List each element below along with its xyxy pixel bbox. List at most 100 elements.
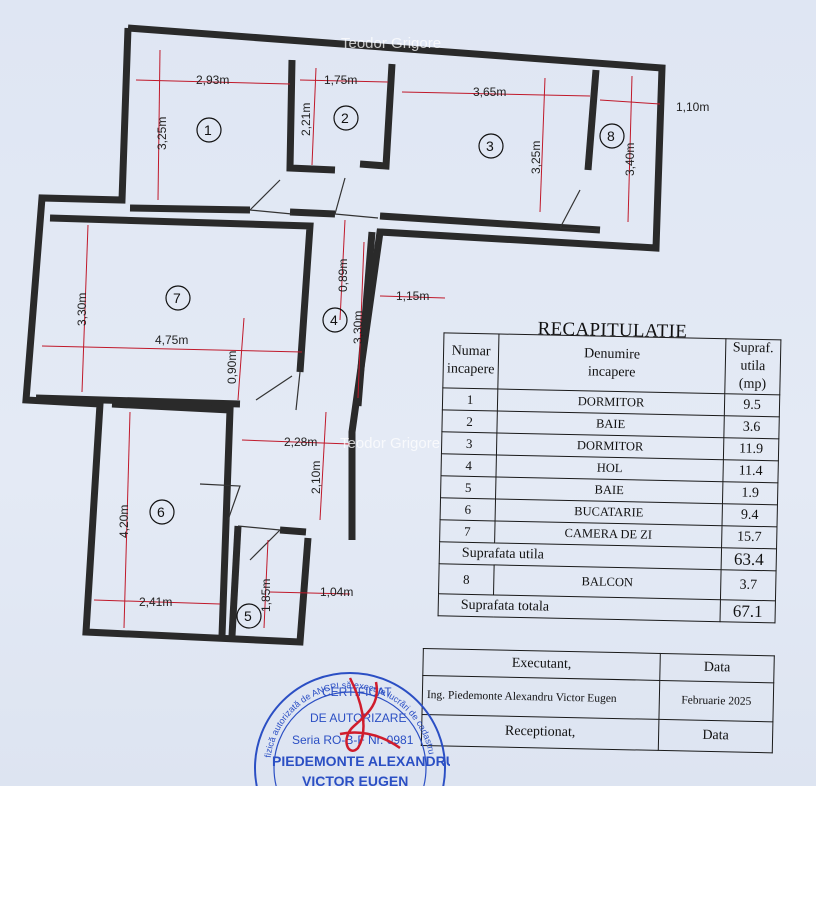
- dimension-line: [339, 219, 346, 321]
- door-swing: [559, 189, 601, 231]
- dimension-label: 0,90m: [225, 351, 239, 384]
- row-number: 1: [442, 387, 498, 411]
- room-number-8: 8: [607, 128, 615, 144]
- dimension-label: 1,15m: [396, 289, 429, 303]
- interior-wall: [289, 208, 336, 218]
- dimension-label: 2,41m: [139, 595, 172, 609]
- room-number-3: 3: [486, 138, 494, 154]
- row-area: 3.7: [720, 569, 777, 601]
- row-area: 11.4: [722, 459, 779, 483]
- blank-footer: [0, 786, 816, 900]
- floor-plan: 2,93m 1,75m 3,65m 1,10m 3,25m 2,21m 3,25…: [22, 24, 709, 646]
- dimension-label: 4,20m: [117, 505, 131, 538]
- room-number-6: 6: [157, 504, 165, 520]
- stamp-line-5: VICTOR EUGEN: [302, 773, 408, 786]
- header-numar: Numar: [451, 343, 491, 360]
- data-label-2: Data: [658, 719, 773, 753]
- dimension-label: 2,21m: [299, 103, 313, 136]
- interior-wall: [49, 214, 314, 373]
- door-swing: [237, 525, 282, 561]
- room-number-2: 2: [341, 110, 349, 126]
- row-area: 11.9: [723, 437, 779, 461]
- total-label: Suprafata totala: [438, 593, 721, 622]
- dimension-line: [241, 439, 351, 445]
- door-swing: [199, 483, 241, 521]
- outer-wall: [127, 24, 666, 540]
- row-name: BALCON: [493, 564, 722, 600]
- door-swing: [334, 177, 379, 219]
- dimension-line: [123, 411, 131, 629]
- dimension-label: 0,89m: [336, 259, 350, 292]
- watermark-middle: Teodor Grigore: [340, 435, 440, 452]
- dimension-label: 1,75m: [324, 73, 357, 87]
- dimension-label: 1,04m: [320, 585, 353, 599]
- dimension-line: [401, 91, 591, 97]
- dimension-line: [599, 99, 661, 105]
- dimension-label: 2,93m: [196, 73, 229, 87]
- dimension-line: [81, 224, 89, 393]
- dimension-line: [357, 241, 365, 399]
- header-utila: utila: [740, 358, 766, 375]
- interior-wall: [35, 394, 241, 408]
- interior-wall: [111, 400, 234, 637]
- dimension-line: [269, 591, 351, 595]
- dimension-line: [41, 345, 303, 353]
- header-incapere: incapere: [446, 361, 495, 378]
- interior-wall: [279, 526, 307, 536]
- room-number-5: 5: [244, 608, 252, 624]
- interior-wall: [228, 525, 242, 637]
- dimension-line: [157, 49, 161, 201]
- dimension-label: 2,28m: [284, 435, 317, 449]
- dimension-line: [539, 77, 546, 213]
- executant-date: Februarie 2025: [658, 680, 774, 722]
- dimension-line: [135, 79, 291, 85]
- header-supraf: Supraf.: [732, 340, 774, 357]
- stamp-line-4: PIEDEMONTE ALEXANDRU: [272, 753, 450, 769]
- dimension-line: [237, 317, 245, 401]
- util-value: 63.4: [721, 547, 777, 571]
- plan-sheet: 2,93m 1,75m 3,65m 1,10m 3,25m 2,21m 3,25…: [0, 0, 816, 786]
- row-area: 9.5: [724, 393, 780, 417]
- dimension-line: [627, 75, 633, 223]
- row-number: 6: [440, 497, 496, 521]
- interior-wall: [354, 231, 376, 407]
- dimension-label: 1,85m: [259, 579, 273, 612]
- room-number-1: 1: [204, 122, 212, 138]
- watermark-top: Teodor Grigore: [341, 35, 441, 52]
- row-number: 5: [440, 475, 496, 499]
- row-number: 2: [441, 409, 498, 433]
- executant-name: Ing. Piedemonte Alexandru Victor Eugen: [421, 675, 660, 720]
- room-number-4: 4: [330, 312, 338, 328]
- room-number-7: 7: [173, 290, 181, 306]
- dimension-label: 2,10m: [309, 461, 323, 494]
- dimension-line: [319, 411, 327, 521]
- dimension-line: [311, 67, 317, 166]
- row-area: 1.9: [722, 481, 778, 505]
- row-number: 3: [441, 431, 497, 455]
- authorization-stamp: fizică autorizată de ANCPI să execute lu…: [254, 672, 450, 786]
- dimension-line: [379, 295, 446, 299]
- dimension-label: 4,75m: [155, 333, 188, 347]
- dimension-label: 3,25m: [529, 141, 543, 174]
- data-label: Data: [659, 653, 775, 683]
- interior-wall: [286, 59, 336, 174]
- signature-scribble: [339, 677, 401, 752]
- door-swing: [249, 179, 293, 215]
- total-value: 67.1: [719, 599, 776, 623]
- stamp-line-2: DE AUTORIZARE: [310, 711, 406, 725]
- signature-table: Executant,Data Ing. Piedemonte Alexandru…: [421, 648, 775, 753]
- dimension-label: 3,30m: [75, 293, 89, 326]
- dimension-label: 3,65m: [473, 85, 506, 99]
- interior-wall: [584, 69, 600, 171]
- header-denumire: Denumire: [583, 346, 641, 363]
- row-area: 9.4: [722, 503, 778, 527]
- dimension-label: 1,10m: [676, 100, 709, 114]
- interior-wall: [359, 63, 396, 170]
- interior-wall: [129, 204, 251, 214]
- dimension-line: [263, 539, 269, 629]
- receptionat-label: Receptionat,: [421, 714, 659, 751]
- header-mp: (mp): [738, 376, 767, 393]
